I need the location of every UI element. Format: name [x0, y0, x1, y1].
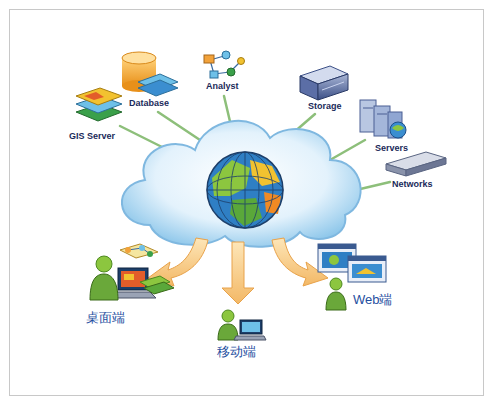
gis-server-label: GIS Server	[67, 130, 117, 142]
node-text: Networks	[392, 179, 433, 189]
node-text: 移动端	[217, 343, 256, 361]
node-text: Servers	[375, 143, 408, 153]
storage-label: Storage	[306, 100, 344, 112]
desktop-client-label: 桌面端	[84, 308, 127, 328]
analyst-label: Analyst	[204, 80, 241, 92]
node-text: Web端	[353, 291, 393, 309]
node-text: GIS Server	[69, 131, 115, 141]
web-client-label: Web端	[351, 290, 395, 310]
node-text: Analyst	[206, 81, 239, 91]
database-label: Database	[127, 97, 171, 109]
servers-label: Servers	[373, 142, 410, 154]
networks-label: Networks	[390, 178, 435, 190]
node-text: Database	[129, 98, 169, 108]
node-text: Storage	[308, 101, 342, 111]
node-text: 桌面端	[86, 309, 125, 327]
mobile-client-label: 移动端	[215, 342, 258, 362]
